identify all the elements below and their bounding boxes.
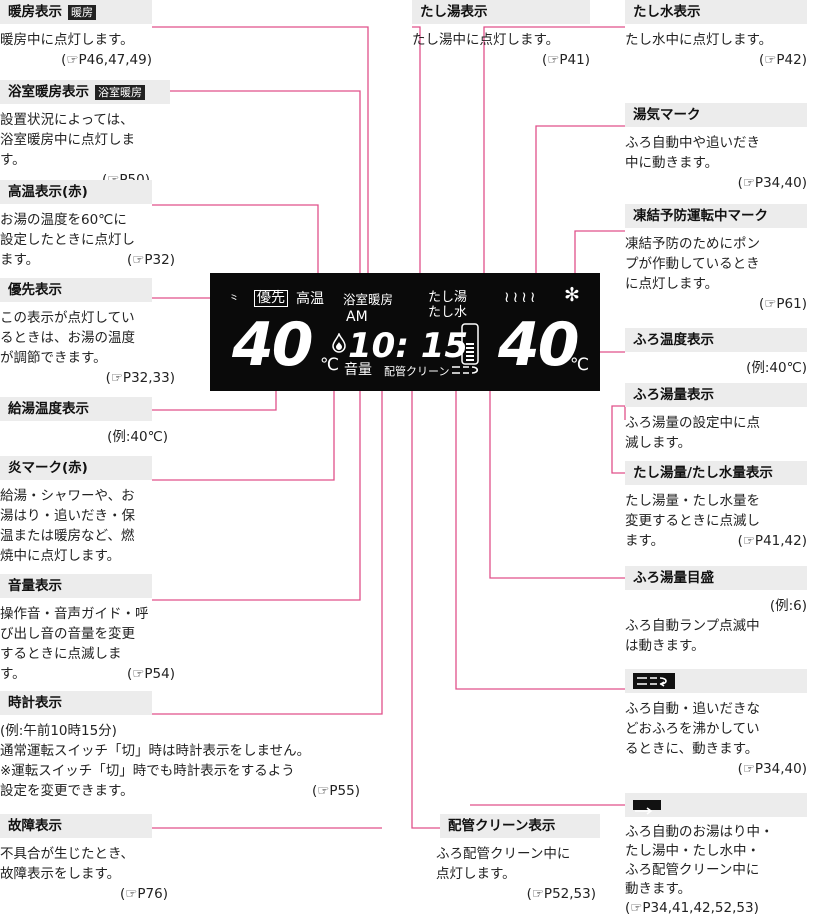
section-body: 暖房中に点灯します。 [0,32,134,48]
furo-ryo-section: ふろ湯量表示 ふろ湯量の設定中に点 滅します。 [625,383,807,453]
furo-temp-digits: 40 [498,310,579,380]
haikan-section: 配管クリーン表示 ふろ配管クリーン中に 点灯します。 (☞P52,53) [436,814,600,904]
section-body: たし湯中に点灯します。 [412,32,560,48]
remote-lcd-display: ⺀ 優先 高温 浴室暖房 AM たし湯 たし水 ≀≀≀≀ ✻ 40 ℃ 10: … [210,273,600,391]
yokushitsu-danbo-indicator: 浴室暖房 [343,292,394,307]
section-title: 湯気マーク [625,103,807,127]
kyuto-temp-digits: 40 [232,310,313,380]
section-title: ふろ湯量表示 [625,383,807,407]
page-ref: (☞P34,40) [737,761,807,777]
section-title: 音量表示 [0,574,152,598]
danbo-section: 暖房表示暖房 暖房中に点灯します。 (☞P46,47,49) [0,0,152,70]
section-body: ふろ自動ランプ点滅中 は動きます。 [625,618,760,654]
furo-celsius: ℃ [570,355,590,375]
section-title: たし水表示 [625,0,807,24]
yuge-section: 湯気マーク ふろ自動中や追いだき 中に動きます。 (☞P34,40) [625,103,807,193]
kyuto-celsius: ℃ [320,355,340,375]
section-title: ふろ湯量目盛 [625,566,807,590]
section-body: ふろ自動のお湯はり中・ たし湯中・たし水中・ ふろ配管クリーン中に 動きます。 [625,824,774,897]
tashi-ryo-section: たし湯量/たし水量表示 たし湯量・たし水量を 変更するときに点滅し ます。(☞P… [625,461,807,551]
section-body: 凍結予防のためにポン プが作動しているとき に点灯します。 [625,236,760,292]
page-ref: (☞P41,42) [737,533,807,549]
junkan-icon [633,673,675,689]
page-ref: (☞P34,40) [737,175,807,191]
hono-section: 炎マーク(赤) 給湯・シャワーや、お 湯はり・追いだき・保 温または暖房など、燃… [0,456,152,566]
page-ref: (例:40℃) [746,360,807,376]
junkan1-section: ふろ自動・追いだきな どおふろを沸かしてい るときに、動きます。 (☞P34,40… [625,669,807,779]
danbo-badge: 暖房 [68,4,96,20]
steam-mark-icon: ≀≀≀≀ [504,288,539,306]
yusen-indicator: 優先 [254,290,288,307]
page-ref: (☞P52,53) [526,886,596,902]
page-ref: (例:40℃) [107,429,168,445]
onryo-section: 音量表示 操作音・音声ガイド・呼 び出し音の音量を変更 するときに点滅しま す。… [0,574,175,684]
furo-ondo-section: ふろ温度表示 (例:40℃) [625,328,807,378]
section-title: 高温表示(赤) [0,180,152,204]
section-body: ふろ湯量の設定中に点 滅します。 [625,415,760,451]
tashimizu-indicator: たし水 [428,305,468,320]
section-title: 配管クリーン表示 [440,814,600,838]
tashiyu-indicator: たし湯 [428,290,468,305]
furo-memori-section: ふろ湯量目盛 (例:6) ふろ自動ランプ点滅中 は動きます。 [625,566,807,656]
page-ref: (☞P46,47,49) [61,52,152,68]
section-body: 設置状況によっては、 浴室暖房中に点灯しま す。 [0,112,135,168]
tashiyu-section: たし湯表示 たし湯中に点灯します。 (☞P41) [412,0,590,70]
page-ref: (☞P54) [127,666,175,682]
kosho-section: 故障表示 不具合が生じたとき、 故障表示をします。 (☞P76) [0,814,168,904]
junkan-lcd-icon [450,363,484,380]
section-body: (例:午前10時15分) 通常運転スイッチ「切」時は時計表示をしません。 ※運転… [0,723,311,799]
section-title: ふろ温度表示 [625,328,807,352]
junkan-arrow-icon [633,800,661,815]
section-title: 暖房表示暖房 [0,0,152,24]
section-body: この表示が点灯してい るときは、お湯の温度 が調節できます。 [0,310,135,366]
yokushitsu-badge: 浴室暖房 [95,84,145,100]
clock-display: 10: 15 [348,326,469,366]
section-title: たし湯量/たし水量表示 [625,461,807,485]
page-ref: (☞P42) [759,52,807,68]
page-ref: (☞P61) [759,296,807,312]
section-title: 給湯温度表示 [0,397,152,421]
section-title: 優先表示 [0,278,152,302]
page-ref: (☞P41) [542,52,590,68]
yusen-section: 優先表示 この表示が点灯してい るときは、お湯の温度 が調節できます。 (☞P32… [0,278,175,388]
haikan-indicator: 配管クリーン [384,365,450,378]
section-body: 操作音・音声ガイド・呼 び出し音の音量を変更 するときに点滅しま す。 [0,606,149,682]
section-title: 凍結予防運転中マーク [625,204,807,228]
section-body: たし湯量・たし水量を 変更するときに点滅し ます。 [625,493,760,549]
toketsu-section: 凍結予防運転中マーク 凍結予防のためにポン プが作動しているとき に点灯します。… [625,204,807,314]
page-ref: (☞P76) [120,886,168,902]
furo-level-gauge [458,323,484,368]
page-ref: (☞P55) [312,783,360,799]
kyuto-section: 給湯温度表示 (例:40℃) [0,397,168,447]
steam-mark-left-icon: ⺀ [228,292,241,306]
section-title: 浴室暖房表示 [8,84,89,100]
section-title: 故障表示 [0,814,152,838]
page-ref: (例:6) [769,598,807,614]
flame-icon [332,331,346,356]
page-ref: (☞P32) [127,252,175,268]
page-ref: (☞P32,33) [105,370,175,386]
toketsu-snow-icon: ✻ [564,284,580,306]
section-body: ふろ配管クリーン中に 点灯します。 [436,846,571,882]
tashimizu-section: たし水表示 たし水中に点灯します。 (☞P42) [625,0,807,70]
koon-section: 高温表示(赤) お湯の温度を60℃に 設定したときに点灯し ます。(☞P32) [0,180,175,270]
section-body: 給湯・シャワーや、お 湯はり・追いだき・保 温または暖房など、燃 焼中に点灯しま… [0,488,135,564]
section-body: お湯の温度を60℃に 設定したときに点灯し ます。 [0,212,135,268]
page-ref: (☞P34,41,42,52,53) [625,900,759,916]
koon-indicator: 高温 [296,291,324,307]
am-indicator: AM [346,309,368,325]
section-body: ふろ自動・追いだきな どおふろを沸かしてい るときに、動きます。 [625,701,760,757]
section-body: 不具合が生じたとき、 故障表示をします。 [0,846,135,882]
section-body: たし水中に点灯します。 [625,32,773,48]
onryo-indicator: 音量 [344,362,372,378]
section-title: たし湯表示 [412,0,590,24]
section-body: ふろ自動中や追いだき 中に動きます。 [625,135,760,171]
section-title: 時計表示 [0,691,152,715]
tokei-section: 時計表示 (例:午前10時15分) 通常運転スイッチ「切」時は時計表示をしません… [0,691,360,801]
section-title: 炎マーク(赤) [0,456,152,480]
junkan2-section: ふろ自動のお湯はり中・ たし湯中・たし水中・ ふろ配管クリーン中に 動きます。 (… [625,793,807,918]
